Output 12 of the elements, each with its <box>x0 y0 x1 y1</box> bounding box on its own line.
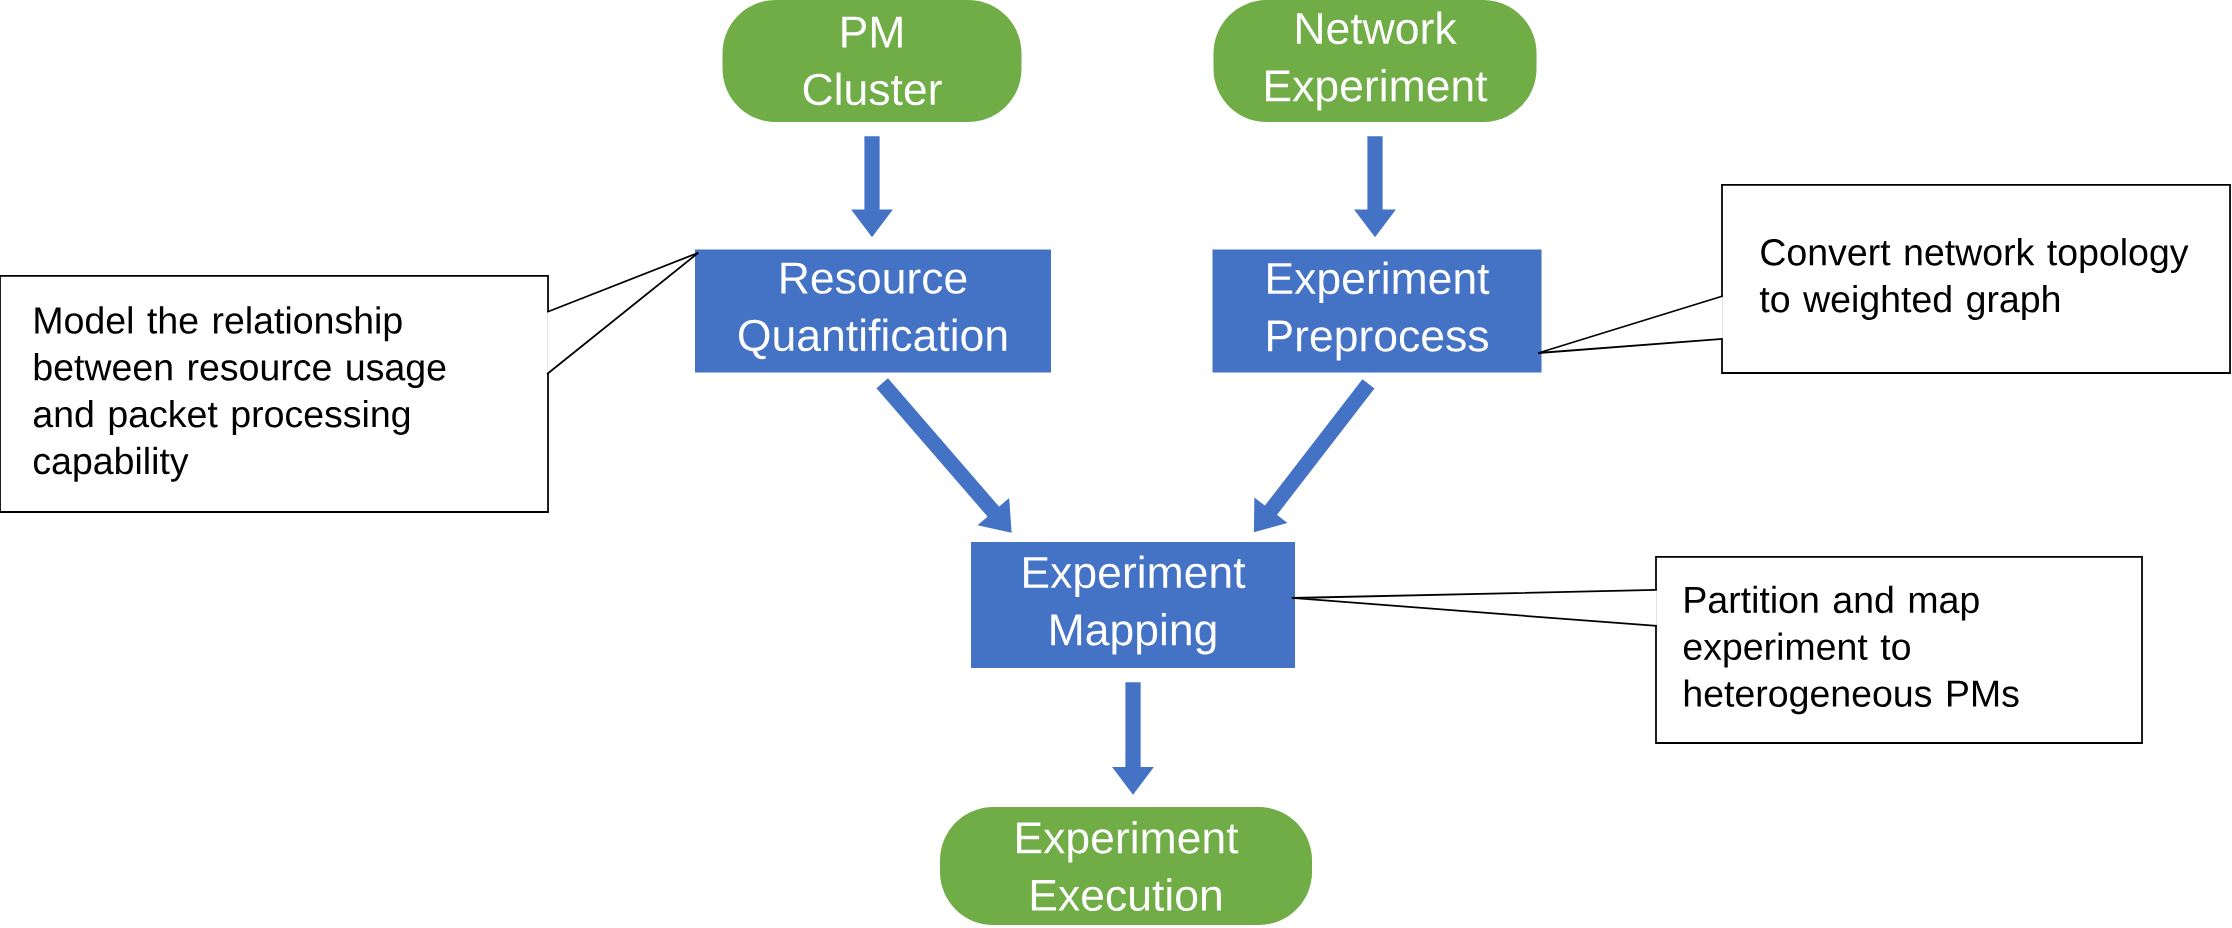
callout-pointer <box>546 251 700 375</box>
terminal-box: PM Cluster <box>722 0 1022 122</box>
callout-pointer <box>1290 589 1658 627</box>
callout-box: Partition and map experiment to heterogeneous PMs <box>1655 556 2143 744</box>
callout-box: Model the relationship between resource usage and packet processing capability <box>0 275 549 513</box>
process-box: Experiment Mapping <box>971 542 1295 668</box>
callout-box: Convert network topology to weighted graph <box>1721 184 2231 374</box>
terminal-box: Network Experiment <box>1213 0 1537 122</box>
process-box: Experiment Preprocess <box>1212 249 1542 373</box>
callout-pointer <box>1537 295 1724 354</box>
terminal-box: Experiment Execution <box>940 807 1312 925</box>
process-box: Resource Quantification <box>695 249 1051 373</box>
